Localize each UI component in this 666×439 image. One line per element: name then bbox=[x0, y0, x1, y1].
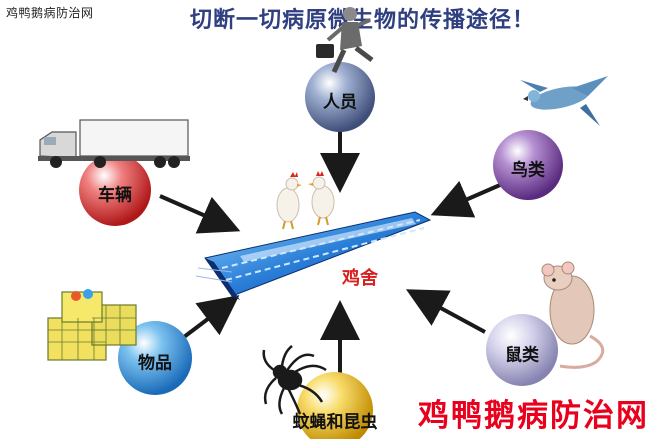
sphere-rodent bbox=[486, 314, 558, 386]
spider-icon bbox=[262, 345, 327, 415]
center-label-chicken-house: 鸡舍 bbox=[342, 268, 378, 289]
chicken-icon bbox=[276, 172, 302, 230]
node-label-vehicle: 车辆 bbox=[98, 185, 132, 206]
node-label-person: 人员 bbox=[323, 92, 357, 113]
watermark: 鸡鸭鹅病防治网 bbox=[418, 398, 649, 434]
node-label-goods: 物品 bbox=[138, 353, 172, 374]
node-label-rodent: 鼠类 bbox=[505, 345, 539, 366]
arrow-goods bbox=[178, 295, 240, 342]
arrow-bird bbox=[430, 180, 501, 218]
arrow-rodent bbox=[405, 289, 486, 334]
sphere-vehicle bbox=[79, 154, 151, 226]
node-label-insect: 蚊蝇和昆虫 bbox=[292, 412, 378, 433]
node-label-bird: 鸟类 bbox=[511, 160, 545, 181]
sphere-person bbox=[305, 62, 375, 132]
sphere-bird bbox=[493, 130, 563, 200]
rat-icon bbox=[541, 261, 605, 369]
baskets-icon bbox=[47, 289, 137, 361]
bird-icon bbox=[520, 76, 608, 126]
chicken-house-illustration bbox=[195, 211, 432, 300]
businessman-icon bbox=[316, 7, 374, 74]
chicken-icon bbox=[308, 171, 335, 226]
arrow-vehicle bbox=[159, 194, 241, 234]
site-name: 鸡鸭鹅病防治网 bbox=[6, 6, 94, 20]
truck-icon bbox=[38, 119, 190, 168]
sphere-insect bbox=[297, 372, 373, 439]
page-title: 切断一切病原微生物的传播途径！ bbox=[190, 8, 536, 33]
